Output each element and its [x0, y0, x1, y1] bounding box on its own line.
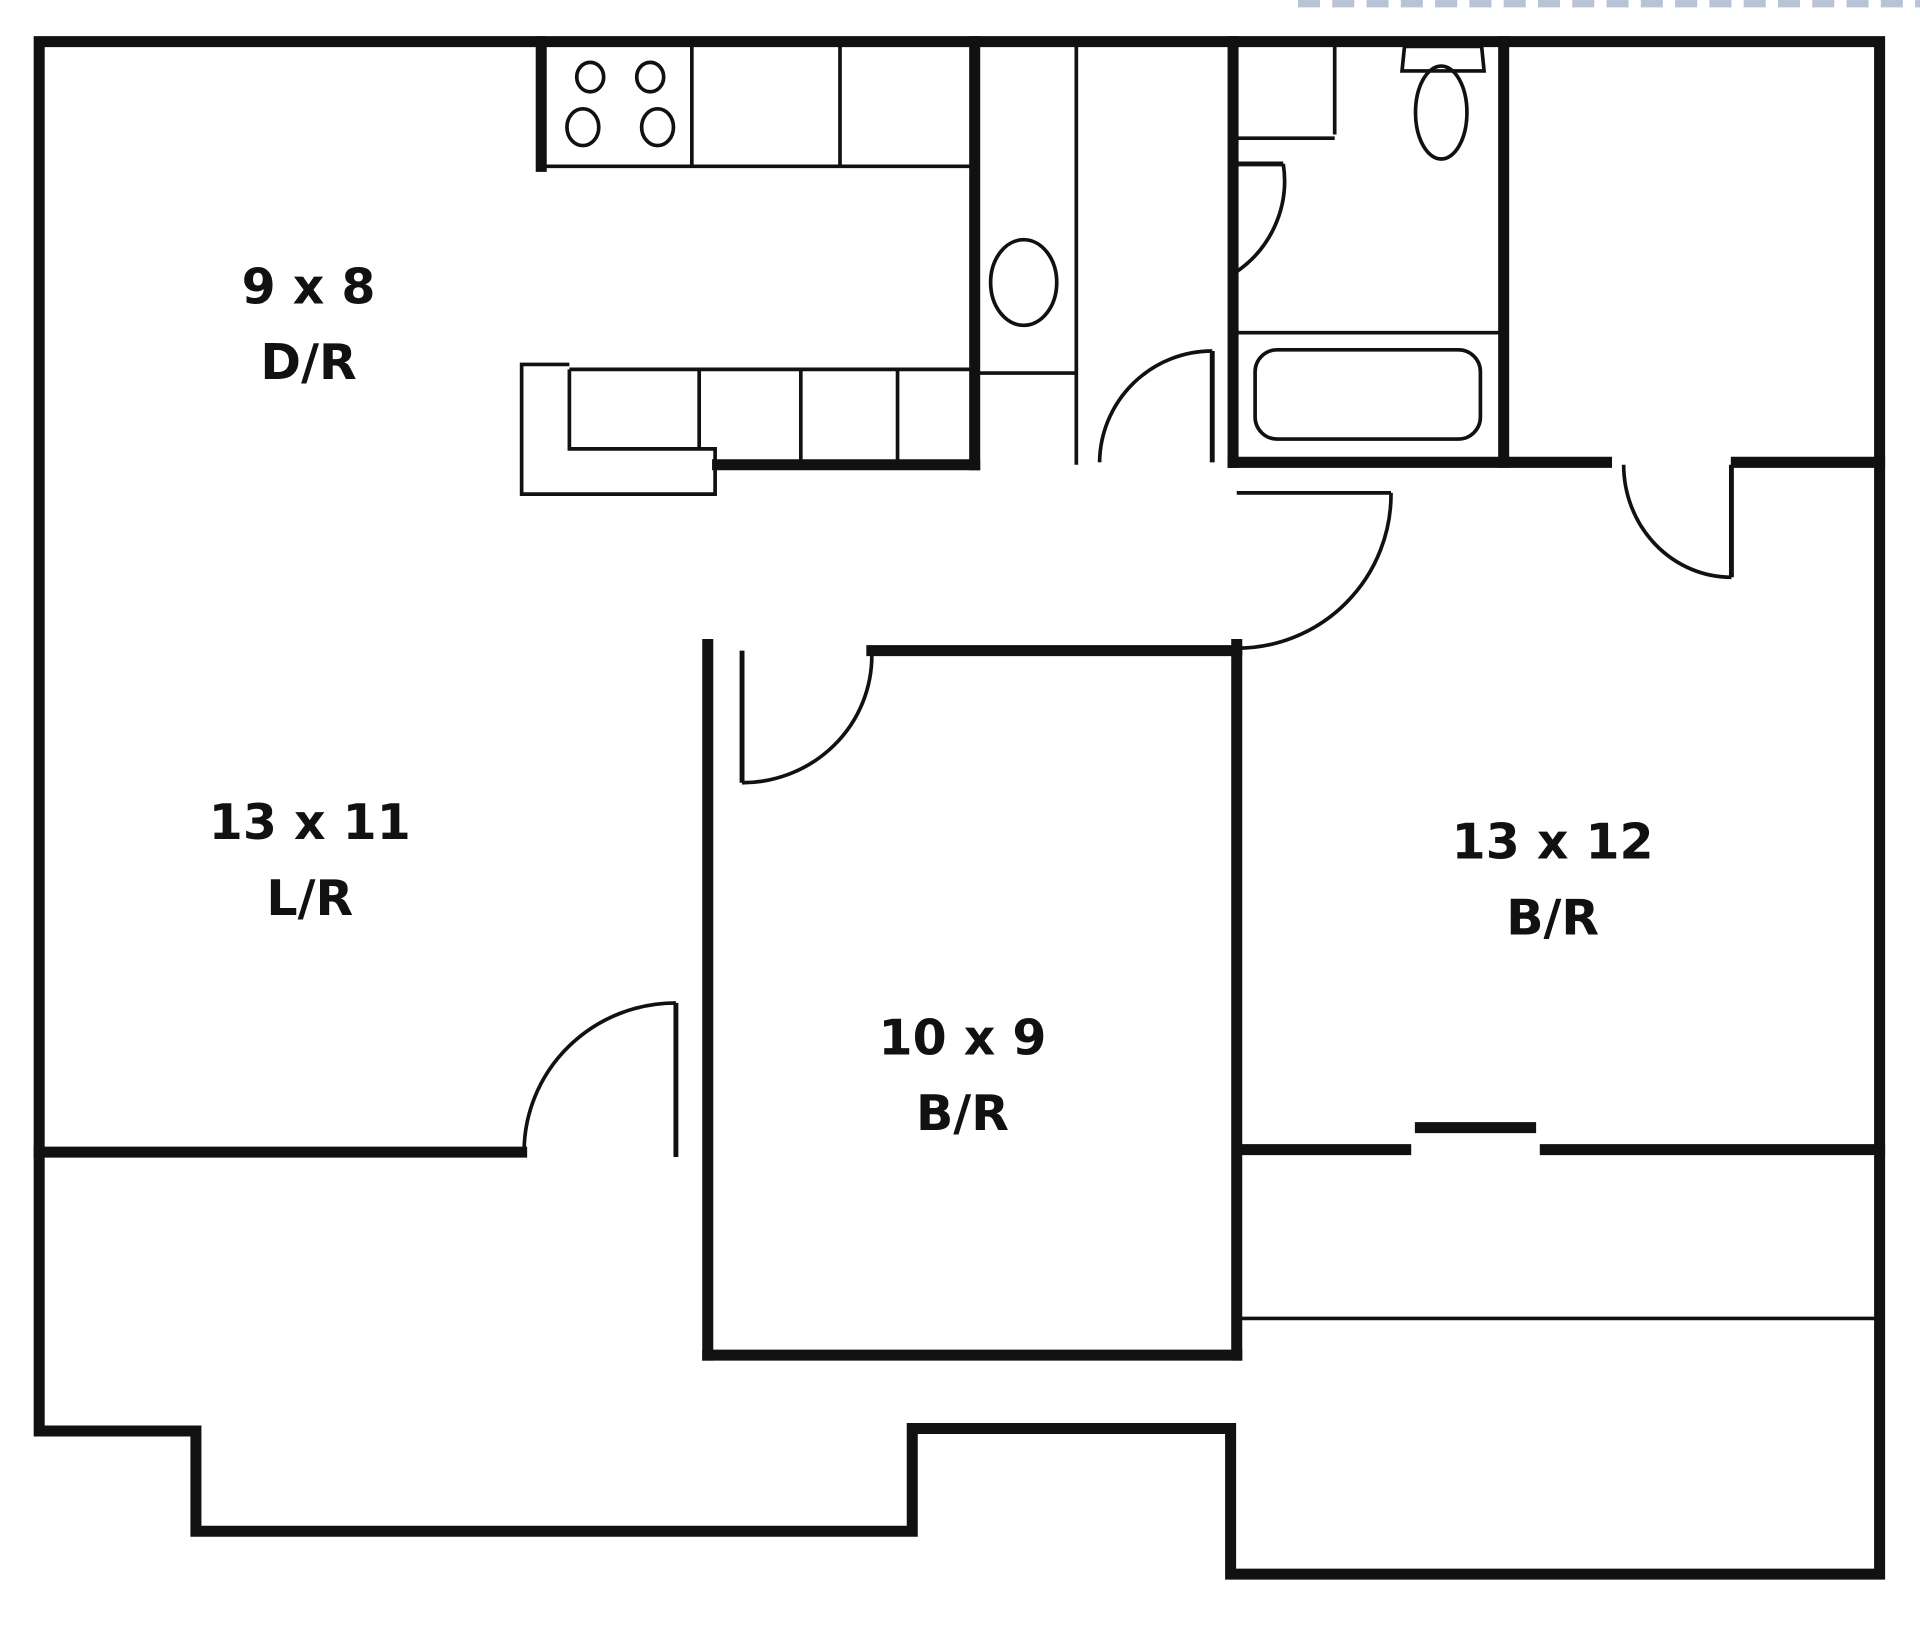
- room-label-living: 13 x 11 L/R: [209, 794, 411, 927]
- room-type: L/R: [266, 870, 353, 927]
- room-size: 9 x 8: [242, 258, 376, 315]
- toilet-icon: [1400, 44, 1487, 161]
- kitchen-partition: [969, 36, 1079, 471]
- room-size: 10 x 9: [879, 1009, 1047, 1066]
- room-label-dining: 9 x 8 D/R: [242, 258, 376, 391]
- kitchen-lower-counter: [519, 362, 981, 496]
- bathroom: [1227, 36, 1613, 468]
- closet-door-swing: [1097, 349, 1215, 463]
- room-size: 13 x 11: [209, 794, 411, 851]
- room-label-large-bedroom: 13 x 12 B/R: [1452, 814, 1654, 947]
- bathtub-icon: [1253, 347, 1483, 441]
- room-size: 13 x 12: [1452, 814, 1654, 871]
- room-type: B/R: [916, 1085, 1009, 1142]
- stove-icon: [565, 60, 676, 148]
- large-bedroom-closet: [1236, 1122, 1886, 1321]
- large-bedroom-upper-wall: [1621, 456, 1886, 580]
- room-type: B/R: [1506, 889, 1599, 946]
- room-label-small-bedroom: 10 x 9 B/R: [879, 1009, 1047, 1142]
- room-type: D/R: [260, 334, 356, 391]
- hall-door-swing: [1236, 491, 1393, 651]
- water-heater-icon: [988, 237, 1059, 328]
- living-room-lower-wall: [33, 1001, 679, 1158]
- small-bedroom-walls: [702, 639, 1243, 1361]
- kitchen-upper-counter: [535, 36, 974, 172]
